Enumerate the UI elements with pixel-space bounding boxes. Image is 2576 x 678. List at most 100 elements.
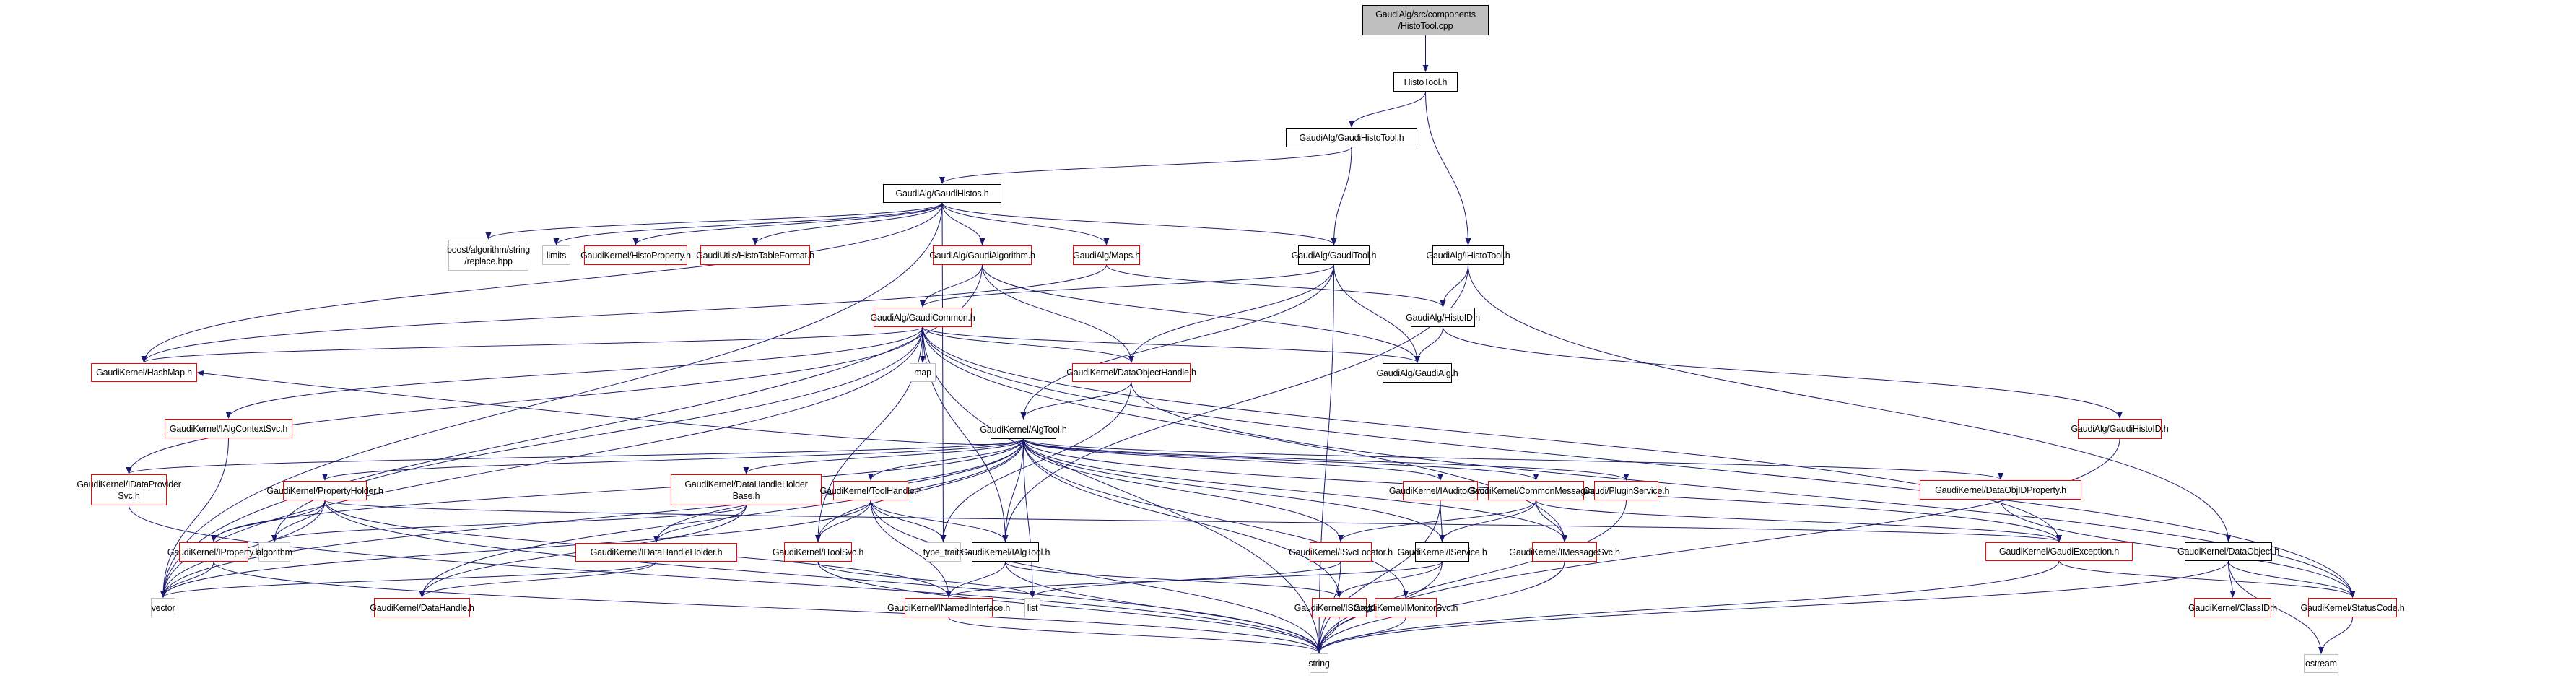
edge-DataObject_h-to-StatusCode_h xyxy=(2228,560,2356,598)
edge-DataObjectHandle_h-to-StatusCode_h xyxy=(1131,381,2356,598)
node-ihistotool-h[interactable]: GaudiAlg/IHistoTool.h xyxy=(1427,245,1510,265)
edge-GaudiTool_h-to-DataObjectHandle_h xyxy=(1128,264,1334,363)
node-algtool-h[interactable]: GaudiKernel/AlgTool.h xyxy=(980,420,1067,439)
edge-ToolHandle_h-to-string xyxy=(870,500,1322,653)
node-istateful-h[interactable]: GaudiKernel/IStateful.h xyxy=(1294,598,1385,617)
node-histotool-h[interactable]: HistoTool.h xyxy=(1393,72,1458,92)
edge-DataObjectHandle_h-to-type_traits xyxy=(940,381,1132,542)
node-gaudicommon-h[interactable]: GaudiAlg/GaudiCommon.h xyxy=(871,308,975,327)
edge-AlgTool_h-to-ToolHandle_h xyxy=(868,438,1024,481)
node-idatahandleholder-h[interactable]: GaudiKernel/IDataHandleHolder.h xyxy=(575,543,737,562)
node-ialgcontextsvc-h[interactable]: GaudiKernel/IAlgContextSvc.h xyxy=(165,419,292,438)
node-vector: vector xyxy=(151,598,175,617)
node-imonitorsvc-h[interactable]: GaudiKernel/IMonitorSvc.h xyxy=(1354,598,1458,617)
node-root-histotool-cpp[interactable]: GaudiAlg/src/components /HistoTool.cpp xyxy=(1362,5,1489,35)
edge-AlgTool_h-to-list xyxy=(1023,438,1035,598)
node-pluginservice-h[interactable]: Gaudi/PluginService.h xyxy=(1583,481,1669,500)
node-maps-h[interactable]: GaudiAlg/Maps.h xyxy=(1073,245,1140,265)
edge-IMonitorSvc_h-to-string xyxy=(1316,617,1406,653)
node-commonmessaging-h[interactable]: GaudiKernel/CommonMessaging.h xyxy=(1468,481,1604,500)
node-classid-h[interactable]: GaudiKernel/ClassID.h xyxy=(2188,598,2277,617)
edge-IDataHandleHolder_h-to-vector xyxy=(160,561,657,598)
node-iservice-h[interactable]: GaudiKernel/IService.h xyxy=(1397,542,1487,562)
edge-IToolSvc_h-to-list xyxy=(817,561,1035,598)
edge-IMessageSvc_h-to-string xyxy=(1316,561,1565,653)
node-isvclocator-h[interactable]: GaudiKernel/ISvcLocator.h xyxy=(1289,542,1393,562)
node-gaudialg-h[interactable]: GaudiAlg/GaudiAlg.h xyxy=(1377,363,1458,383)
node-idataprovidersvc-h[interactable]: GaudiKernel/IDataProvider Svc.h xyxy=(77,474,181,505)
node-hashmap-h[interactable]: GaudiKernel/HashMap.h xyxy=(91,363,197,382)
edge-GaudiAlgorithm_h-to-GaudiCommon_h xyxy=(920,264,983,308)
edge-DataHandleHolderBase_h-to-algorithm xyxy=(271,505,747,542)
edge-ToolHandle_h-to-vector xyxy=(160,500,871,598)
edge-AlgTool_h-to-CommonMessaging_h xyxy=(1023,438,1539,481)
node-ialgtool-h[interactable]: GaudiKernel/IAlgTool.h xyxy=(961,542,1050,562)
node-gauditool-h[interactable]: GaudiAlg/GaudiTool.h xyxy=(1292,245,1377,265)
edge-GaudiCommon_h-to-string xyxy=(922,326,1322,653)
node-datahandleholderbase-h[interactable]: GaudiKernel/DataHandleHolder Base.h xyxy=(671,474,822,505)
node-dataobjecthandle-h[interactable]: GaudiKernel/DataObjectHandle.h xyxy=(1066,363,1196,382)
edge-GaudiTool_h-to-GaudiAlg_h xyxy=(1333,264,1420,363)
edge-DataObjectHandle_h-to-AlgTool_h xyxy=(1020,381,1132,420)
node-string: string xyxy=(1308,653,1330,673)
edge-IAlgContextSvc_h-to-vector xyxy=(160,438,229,598)
edge-HistoID_h-to-GaudiHistoID_h xyxy=(1443,326,2123,419)
edge-HistoTool_h-to-GaudiHistoTool_h xyxy=(1349,91,1426,128)
edge-ToolHandle_h-to-IAlgTool_h xyxy=(870,500,1009,542)
node-itoolsvc-h[interactable]: GaudiKernel/IToolSvc.h xyxy=(773,542,863,562)
node-gaudihistos-h[interactable]: GaudiAlg/GaudiHistos.h xyxy=(883,184,1001,203)
edge-AlgTool_h-to-IStateful_h xyxy=(1023,438,1342,598)
node-algorithm: algorithm xyxy=(256,542,292,562)
edge-IAlgTool_h-to-string xyxy=(1005,561,1322,653)
node-statuscode-h[interactable]: GaudiKernel/StatusCode.h xyxy=(2301,598,2405,617)
node-limits: limits xyxy=(542,245,570,265)
edge-IDataProviderSvc_h-to-string xyxy=(129,505,1322,653)
edge-Maps_h-to-HistoID_h xyxy=(1106,264,1446,308)
node-gaudialgorithm-h[interactable]: GaudiAlg/GaudiAlgorithm.h xyxy=(929,245,1035,265)
node-boost-replace-hpp: boost/algorithm/string /replace.hpp xyxy=(447,240,530,271)
node-map: map xyxy=(910,363,936,382)
edge-GaudiHistoTool_h-to-GaudiHistos_h xyxy=(939,147,1352,184)
edge-AlgTool_h-to-IToolSvc_h xyxy=(815,438,1024,542)
node-iauditorsvc-h[interactable]: GaudiKernel/IAuditorSvc.h xyxy=(1389,481,1492,500)
node-gaudiexception-h[interactable]: GaudiKernel/GaudiException.h xyxy=(1985,542,2133,561)
node-gaudihistoid-h[interactable]: GaudiAlg/GaudiHistoID.h xyxy=(2071,419,2169,439)
edge-GaudiHistos_h-to-HashMap_h xyxy=(141,202,943,363)
edge-AlgTool_h-to-DataObjIDProperty_h xyxy=(1023,438,2003,480)
edge-GaudiCommon_h-to-IMessageSvc_h xyxy=(922,326,1567,542)
node-propertyholder-h[interactable]: GaudiKernel/PropertyHolder.h xyxy=(266,481,383,500)
edge-GaudiHistos_h-to-vector xyxy=(160,202,943,598)
node-histotableformat-h[interactable]: GaudiUtils/HistoTableFormat.h xyxy=(696,245,814,265)
node-dataobject-h[interactable]: GaudiKernel/DataObject.h xyxy=(2177,542,2279,561)
edge-PluginService_h-to-string xyxy=(1316,500,1627,653)
edge-IAuditorSvc_h-to-string xyxy=(1316,500,1441,653)
edge-AlgTool_h-to-IAuditorSvc_h xyxy=(1023,438,1443,481)
node-list: list xyxy=(1024,598,1040,617)
edge-GaudiCommon_h-to-GaudiException_h xyxy=(922,326,2062,542)
node-dataobjidproperty-h[interactable]: GaudiKernel/DataObjIDProperty.h xyxy=(1920,480,2081,500)
edge-GaudiTool_h-to-AlgTool_h xyxy=(1020,264,1334,420)
node-toolhandle-h[interactable]: GaudiKernel/ToolHandle.h xyxy=(819,481,922,500)
node-inamedinterface-h[interactable]: GaudiKernel/INamedInterface.h xyxy=(887,598,1010,617)
edge-IProperty_h-to-string xyxy=(213,561,1322,653)
node-histoid-h[interactable]: GaudiAlg/HistoID.h xyxy=(1406,308,1480,327)
node-histoproperty-h[interactable]: GaudiKernel/HistoProperty.h xyxy=(580,245,691,265)
edge-Maps_h-to-HashMap_h xyxy=(141,264,1107,363)
edge-AlgTool_h-to-IMessageSvc_h xyxy=(1023,438,1567,542)
node-datahandle-h[interactable]: GaudiKernel/DataHandle.h xyxy=(370,598,474,617)
edge-ToolHandle_h-to-type_traits xyxy=(870,500,947,542)
node-iproperty-h[interactable]: GaudiKernel/IProperty.h xyxy=(167,542,260,562)
node-imessagesvc-h[interactable]: GaudiKernel/IMessageSvc.h xyxy=(1509,542,1620,562)
edge-StatusCode_h-to-ostream xyxy=(2318,617,2353,654)
edge-GaudiHistos_h-to-GaudiAlgorithm_h xyxy=(941,202,985,245)
edge-GaudiTool_h-to-GaudiCommon_h xyxy=(920,264,1334,308)
edge-PropertyHolder_h-to-GaudiException_h xyxy=(324,500,2062,542)
edge-AlgTool_h-to-IService_h xyxy=(1023,438,1445,542)
edge-ToolHandle_h-to-IToolSvc_h xyxy=(815,500,871,542)
node-gaudihistotool-h[interactable]: GaudiAlg/GaudiHistoTool.h xyxy=(1286,128,1417,147)
edge-GaudiCommon_h-to-IAlgContextSvc_h xyxy=(225,326,923,419)
edge-GaudiHistoTool_h-to-GaudiTool_h xyxy=(1331,147,1352,245)
node-type-traits: type_traits xyxy=(923,542,963,562)
